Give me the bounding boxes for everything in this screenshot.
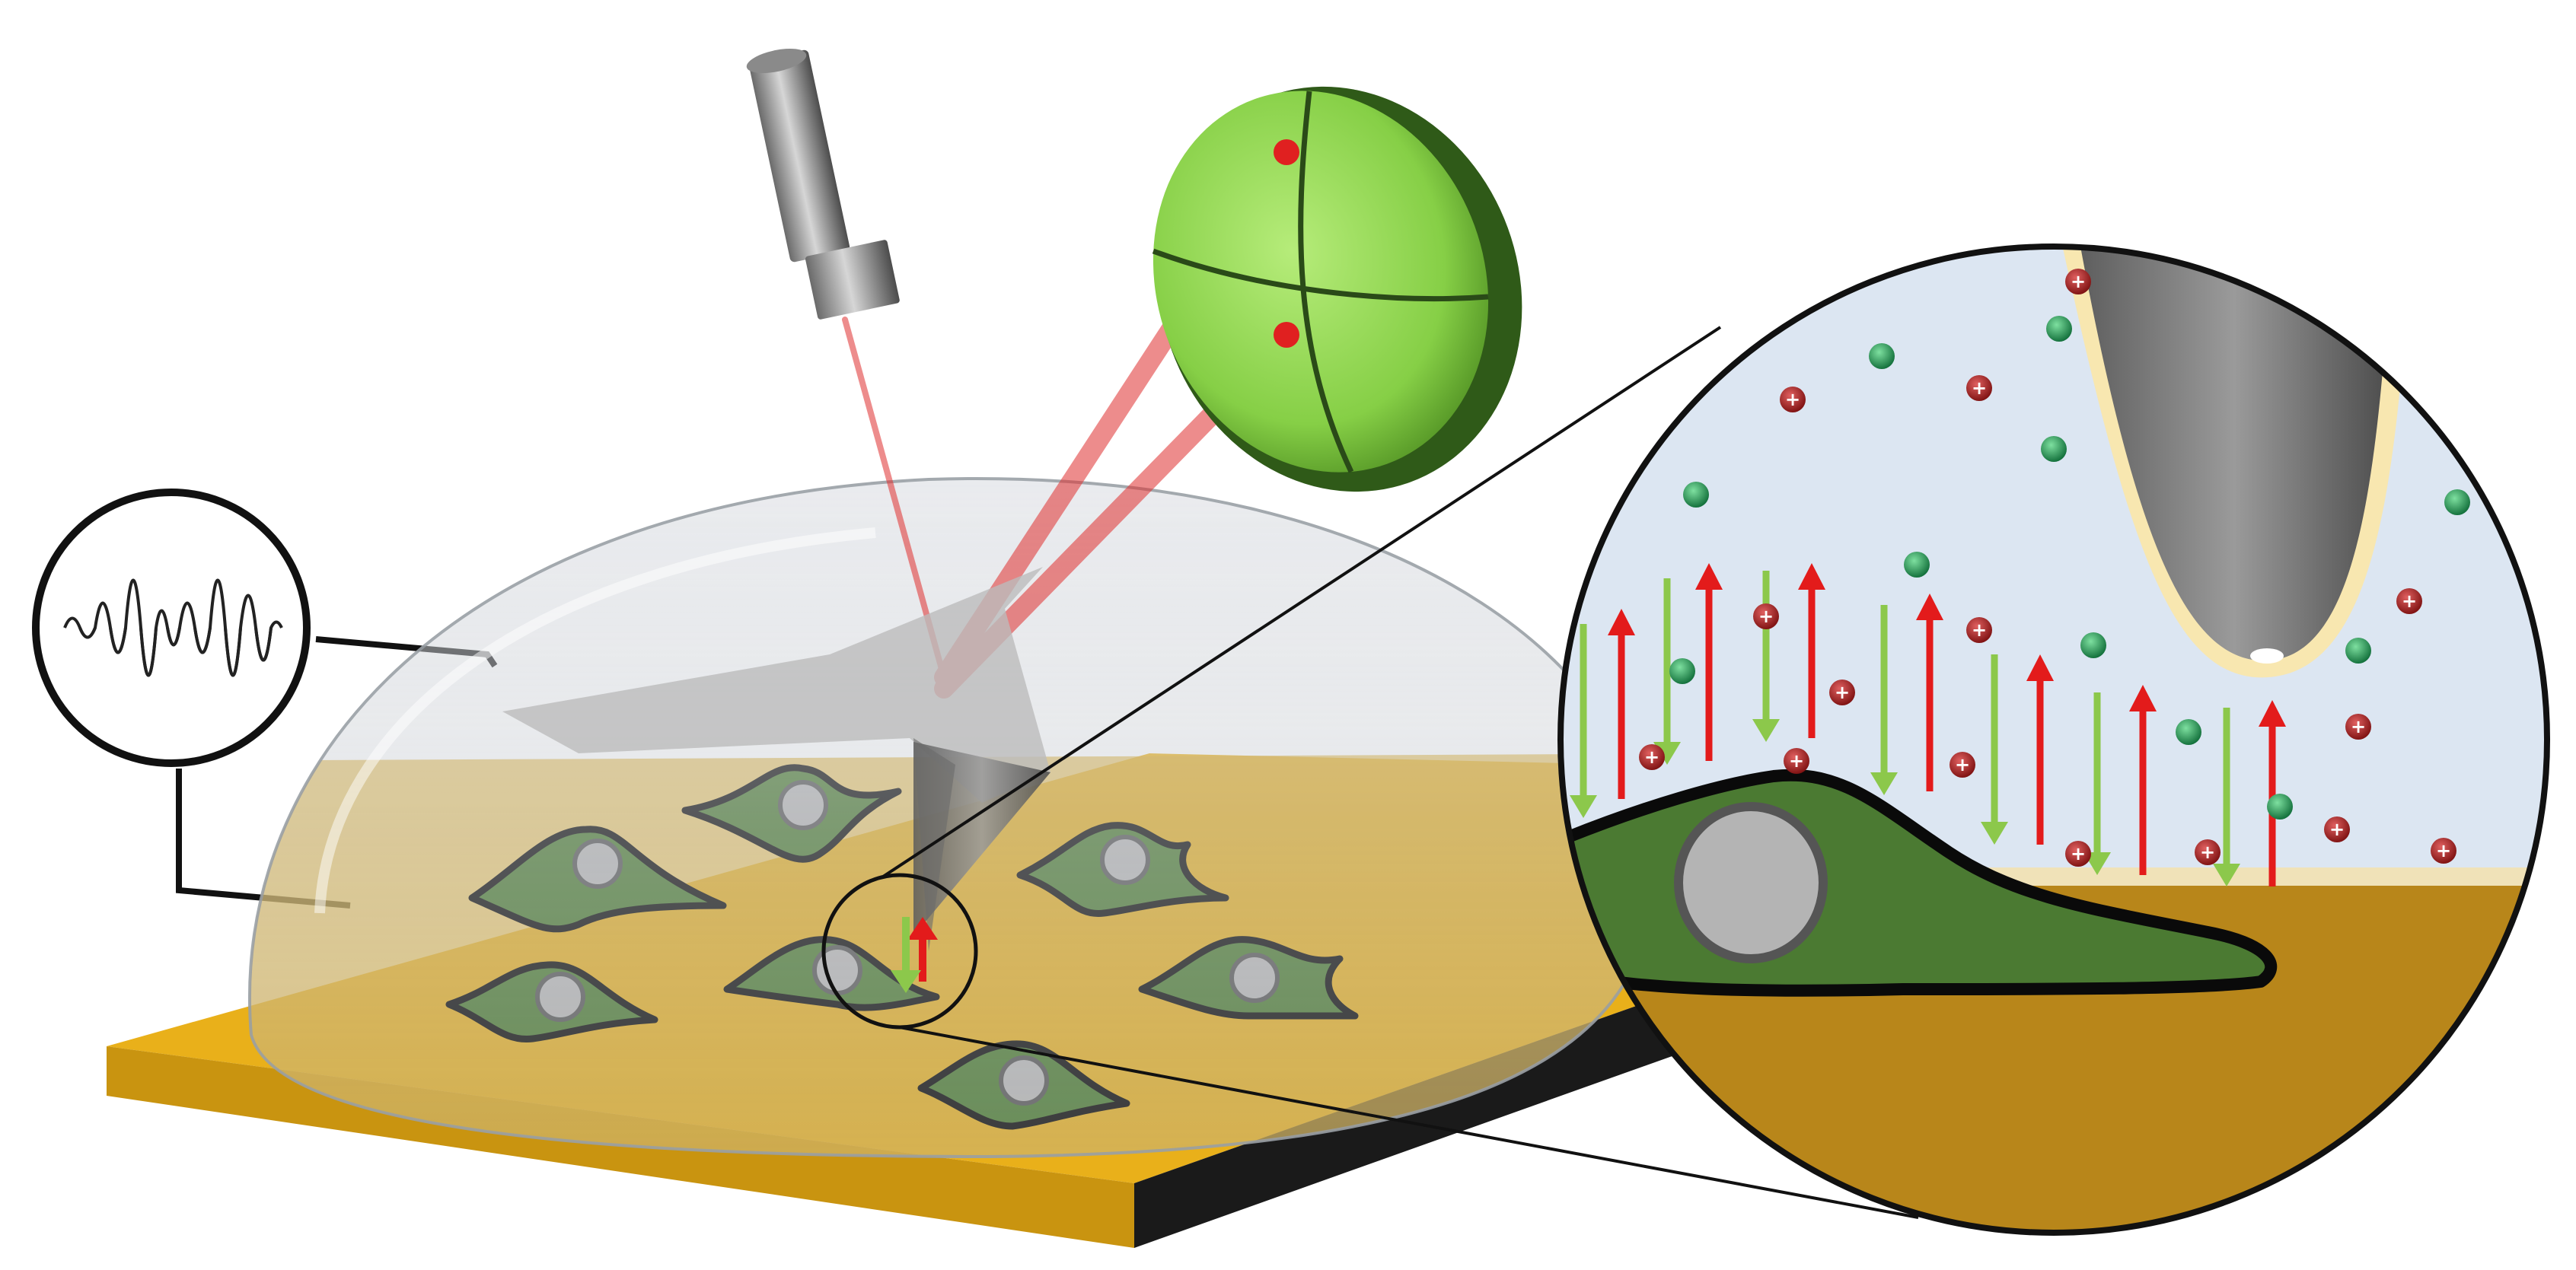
plus-ion-icon: + [2396,588,2422,614]
cations: + + + + + + + + + + + + + + + [1639,269,2456,867]
signal-generator [32,489,311,767]
svg-text:+: + [2402,590,2417,612]
plus-ion-icon: + [1966,375,1992,401]
plus-ion-icon: + [1753,603,1779,629]
svg-text:+: + [2071,271,2086,292]
zoom-connector-lines [882,326,1919,1219]
droplet-highlight [314,527,876,914]
svg-text:+: + [1972,377,1987,399]
svg-text:+: + [2351,716,2366,737]
plus-ion-icon: + [2065,841,2091,867]
plus-ion-icon: + [1784,748,1809,774]
plus-ion-icon: + [2065,269,2091,294]
plus-ion-icon: + [1639,744,1665,770]
plus-ion-icon: + [1966,617,1992,643]
svg-text:+: + [2071,843,2086,864]
oscillating-waveform-icon [32,489,311,767]
plus-ion-icon: + [1950,752,1975,778]
svg-text:+: + [1972,619,1987,641]
svg-text:+: + [1758,606,1774,627]
laser-source-icon [746,48,900,320]
neutral-ion-icon [2345,638,2371,664]
svg-text:+: + [1955,754,1970,775]
neutral-ion-icon [1683,482,1709,508]
neutral-ion-icon [1669,658,1695,684]
quadrant-photodiode-icon [1152,86,1522,492]
plus-ion-icon: + [2345,714,2371,740]
neutral-ion-icon [2267,794,2293,820]
plus-ion-icon: + [2324,816,2350,842]
svg-text:+: + [2436,840,2451,861]
neutral-ion-icon [2444,489,2470,515]
neutral-ion-icon [2046,316,2072,342]
svg-text:+: + [1835,682,1850,703]
svg-text:+: + [2329,819,2345,840]
neutral-ion-icon [2041,436,2067,462]
zoom-inset: + + + + + + + + + + + + + + + [1557,243,2550,1236]
neutral-ion-icon [1869,343,1895,369]
svg-text:+: + [1785,389,1800,410]
zoomed-nucleus [1674,802,1828,963]
plus-ion-icon: + [1829,680,1855,705]
anions [1669,316,2470,820]
svg-text:+: + [2200,842,2215,863]
tip-arrows [891,917,938,993]
plus-ion-icon: + [2195,839,2221,865]
neutral-ion-icon [1904,552,1930,578]
neutral-ion-icon [2176,719,2201,745]
neutral-ion-icon [2080,632,2106,658]
plus-ion-icon: + [1780,387,1806,412]
plus-ion-icon: + [2431,838,2456,864]
svg-text:+: + [1644,746,1659,768]
svg-text:+: + [1789,750,1804,772]
